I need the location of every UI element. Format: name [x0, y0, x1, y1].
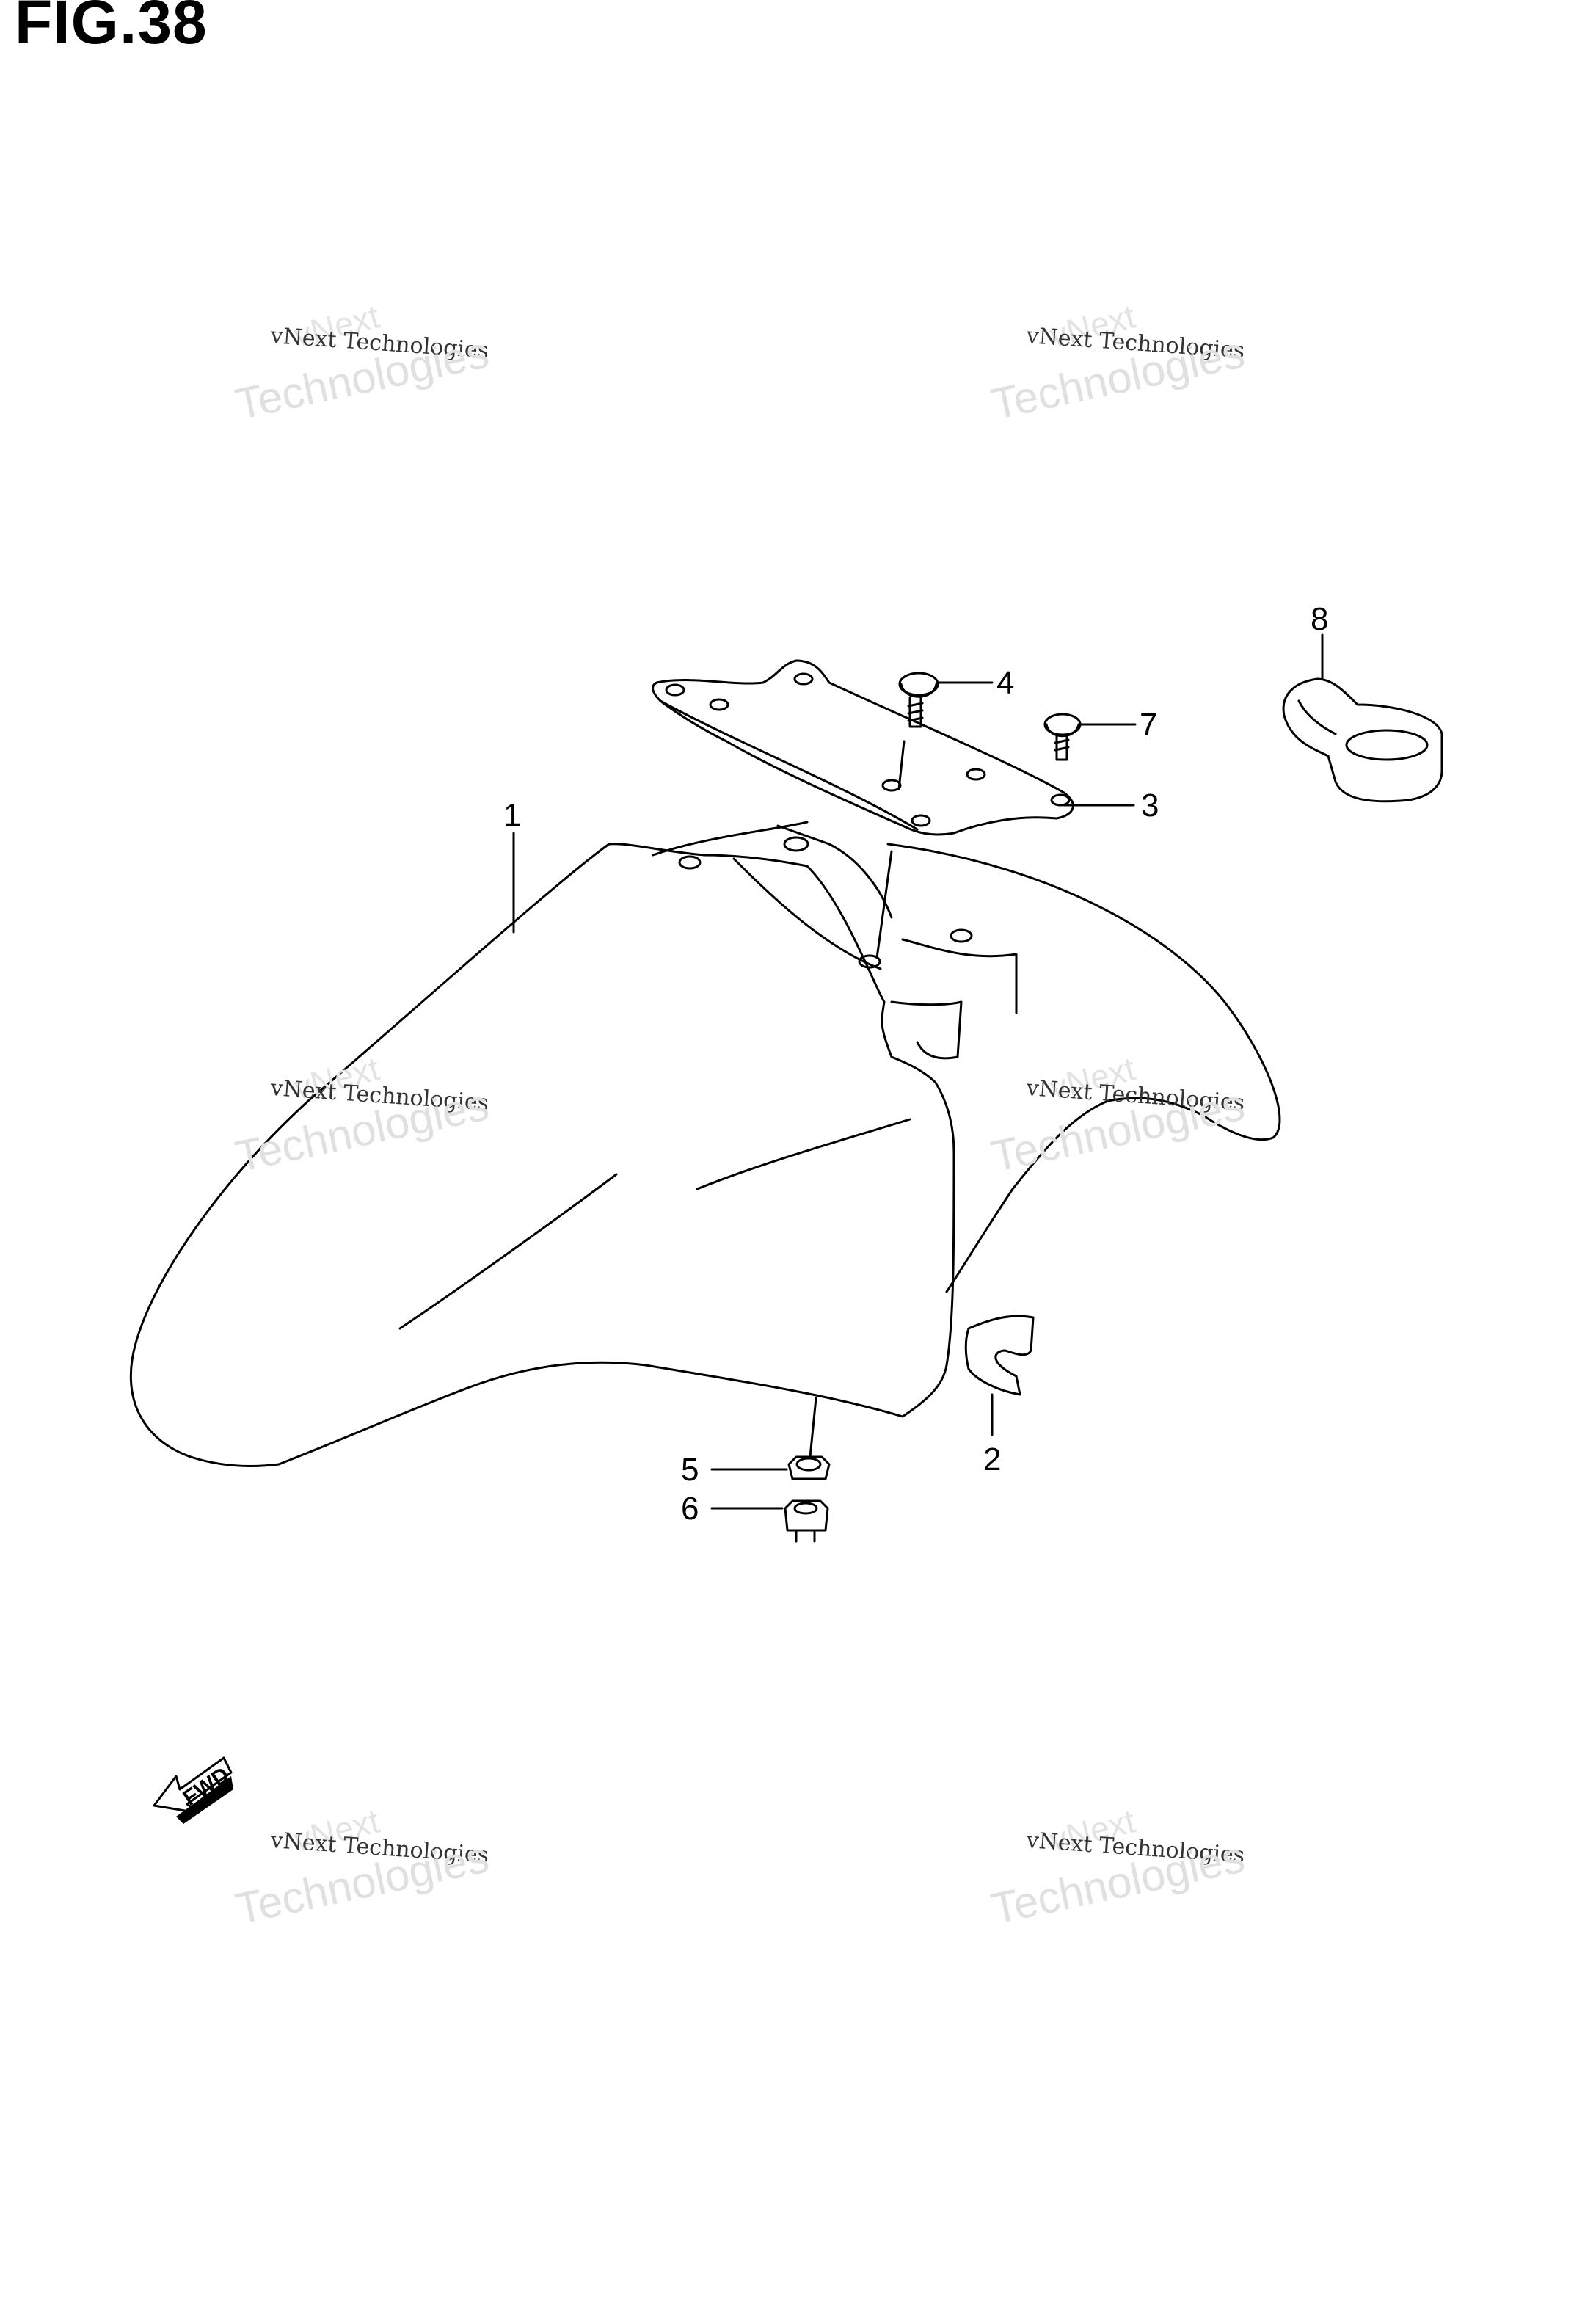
callout-3: 3: [1141, 788, 1159, 824]
screw-part-7: [1043, 713, 1137, 761]
clip-part-2: [964, 1315, 1035, 1436]
callout-6: 6: [681, 1491, 699, 1527]
callout-2: 2: [983, 1442, 1001, 1477]
front-fender: [129, 821, 1281, 1468]
bracket-plate: [652, 659, 1074, 836]
guide-lines: [809, 740, 906, 1458]
callout-1: 1: [503, 797, 521, 833]
callout-4: 4: [996, 665, 1014, 701]
clamp-part-8: [1282, 633, 1443, 803]
screw-part-4: [898, 672, 994, 728]
nut-part-6: [710, 1499, 829, 1543]
callout-7: 7: [1140, 707, 1157, 743]
callout-8: 8: [1311, 601, 1328, 637]
callout-5: 5: [681, 1452, 699, 1488]
figure-title: FIG.38: [15, 0, 208, 57]
fwd-arrow-icon: FWD: [153, 1756, 234, 1824]
nut-part-5: [710, 1455, 831, 1480]
